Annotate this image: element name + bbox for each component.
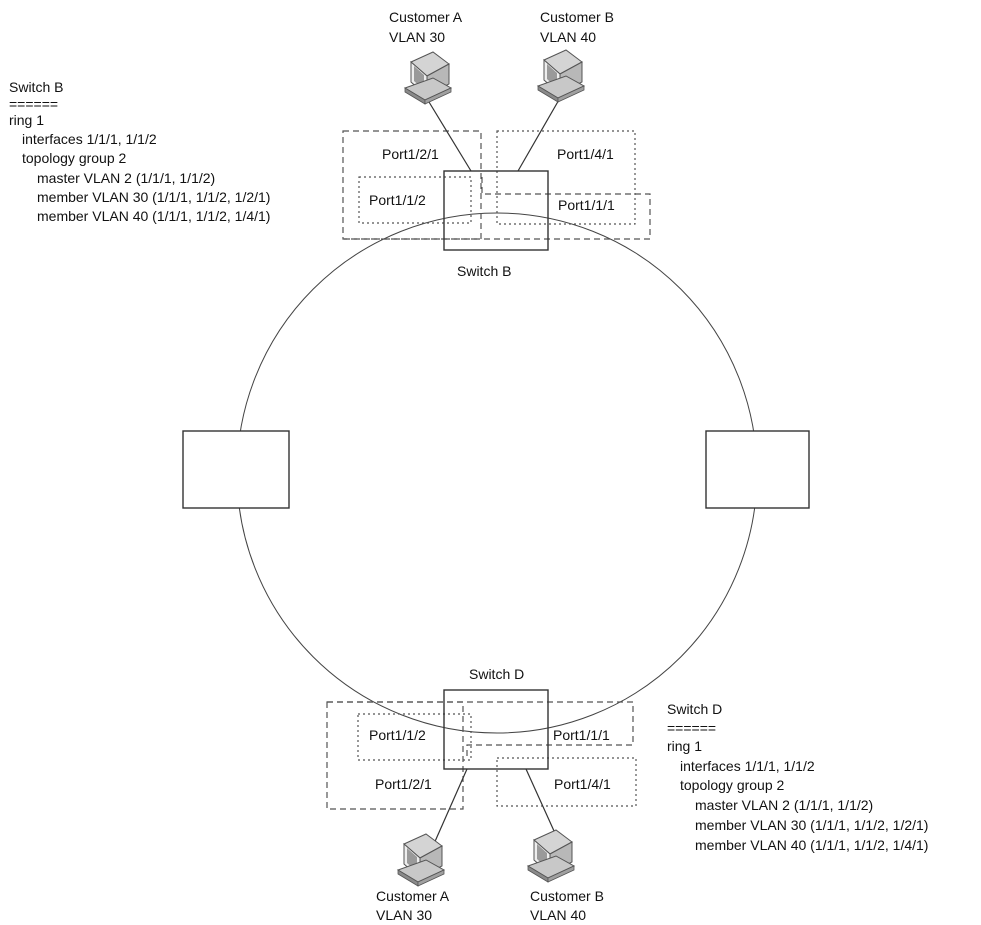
ring-link — [236, 212, 758, 734]
port-label-b-1-2-1: Port1/2/1 — [382, 146, 439, 162]
customer-a-bottom-name: Customer A — [376, 888, 450, 904]
config-b-line-5: topology group 2 — [22, 150, 127, 166]
switch-d-port-1-4-1-region — [496, 757, 637, 807]
switch-d-port-1-2-1-region — [326, 701, 464, 810]
switch-d-label: Switch D — [469, 666, 524, 682]
config-d-line-5: topology group 2 — [680, 777, 785, 793]
config-b-line-4: interfaces 1/1/1, 1/1/2 — [22, 131, 157, 147]
switch-d-port-1-1-1-region — [327, 701, 634, 760]
config-b-line-3: ring 1 — [9, 112, 44, 128]
switch-b[interactable] — [443, 170, 549, 251]
config-b-line-1: Switch B — [9, 79, 63, 95]
customer-b-top-name: Customer B — [540, 9, 614, 25]
port-label-b-1-4-1: Port1/4/1 — [557, 146, 614, 162]
switch-right[interactable] — [705, 430, 810, 509]
link-bottom-customer-b — [525, 768, 560, 843]
config-d-line-8: member VLAN 40 (1/1/1, 1/1/2, 1/4/1) — [695, 837, 928, 853]
port-label-b-1-1-2: Port1/1/2 — [369, 192, 426, 208]
switch-b-port-1-4-1-region — [496, 130, 636, 225]
switch-d[interactable] — [443, 689, 549, 770]
config-d-line-4: interfaces 1/1/1, 1/1/2 — [680, 758, 815, 774]
customer-a-top-vlan: VLAN 30 — [389, 29, 445, 45]
config-b-line-8: member VLAN 40 (1/1/1, 1/1/2, 1/4/1) — [37, 208, 270, 224]
config-b-line-2: ====== — [9, 96, 58, 112]
customer-b-top-computer-icon[interactable] — [537, 49, 585, 103]
customer-b-top-vlan: VLAN 40 — [540, 29, 596, 45]
switch-left[interactable] — [182, 430, 290, 509]
customer-a-top-name: Customer A — [389, 9, 463, 25]
customer-a-bottom-computer-icon[interactable] — [397, 833, 445, 887]
config-d-line-1: Switch D — [667, 701, 722, 717]
config-d-line-2: ====== — [667, 720, 716, 736]
customer-b-bottom-computer-icon[interactable] — [527, 829, 575, 883]
switch-b-config: Switch B ====== ring 1 interfaces 1/1/1,… — [9, 79, 270, 224]
switch-d-port-1-1-2-region — [357, 713, 472, 761]
port-label-d-1-1-1: Port1/1/1 — [553, 727, 610, 743]
customer-a-bottom-vlan: VLAN 30 — [376, 907, 432, 923]
config-b-line-7: member VLAN 30 (1/1/1, 1/1/2, 1/2/1) — [37, 189, 270, 205]
port-label-d-1-4-1: Port1/4/1 — [554, 776, 611, 792]
port-label-b-1-1-1: Port1/1/1 — [558, 197, 615, 213]
link-bottom-customer-a — [432, 768, 468, 847]
switch-b-label: Switch B — [457, 263, 511, 279]
customer-b-bottom-vlan: VLAN 40 — [530, 907, 586, 923]
customer-b-bottom-name: Customer B — [530, 888, 604, 904]
config-d-line-6: master VLAN 2 (1/1/1, 1/1/2) — [695, 797, 873, 813]
switch-b-port-1-2-1-region — [342, 130, 482, 240]
switch-b-port-1-1-2-region — [358, 176, 472, 224]
link-top-customer-b — [517, 97, 561, 172]
config-b-line-6: master VLAN 2 (1/1/1, 1/1/2) — [37, 170, 215, 186]
link-top-customer-a — [428, 101, 472, 172]
customer-a-top-computer-icon[interactable] — [404, 51, 452, 105]
switch-d-config: Switch D ====== ring 1 interfaces 1/1/1,… — [667, 701, 928, 853]
port-label-d-1-2-1: Port1/2/1 — [375, 776, 432, 792]
config-d-line-3: ring 1 — [667, 738, 702, 754]
config-d-line-7: member VLAN 30 (1/1/1, 1/1/2, 1/2/1) — [695, 817, 928, 833]
port-label-d-1-1-2: Port1/1/2 — [369, 727, 426, 743]
